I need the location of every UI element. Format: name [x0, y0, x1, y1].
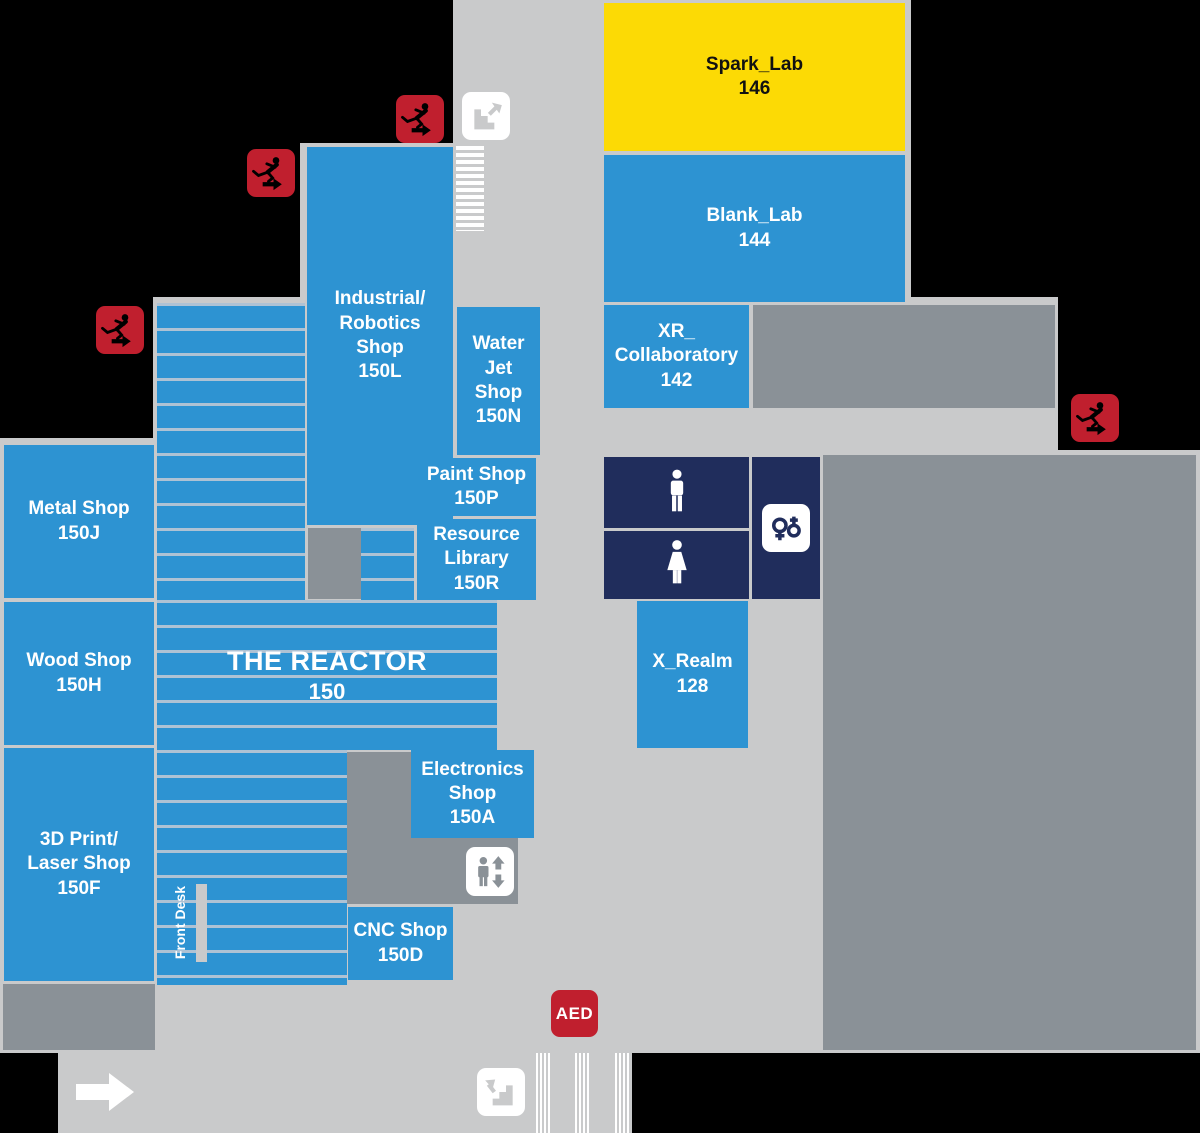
large-utility-block [823, 455, 1196, 1050]
room-reactor-area [157, 750, 347, 985]
utility-block [308, 528, 361, 599]
room-number: 150J [57, 522, 101, 544]
stairs-up-icon [477, 1068, 525, 1116]
room-name: X_Realm [652, 651, 733, 673]
room-name: 3D Print/ Laser Shop [27, 829, 131, 875]
mens-restroom [604, 457, 749, 528]
room-name: Industrial/ Robotics Shop [334, 288, 426, 358]
room-name: Paint Shop [426, 463, 527, 485]
room-name: Water Jet Shop [472, 333, 525, 403]
room-name: CNC Shop [353, 920, 448, 942]
aed-label: AED [555, 1003, 594, 1023]
room-number: 150H [56, 674, 102, 696]
room-number: 150L [358, 361, 402, 383]
emergency-exit-icon [96, 306, 144, 354]
room-number: 144 [738, 229, 771, 251]
room-spark-lab: Spark_Lab 146 [604, 3, 905, 151]
room-name: Wood Shop [26, 650, 132, 672]
all-gender-restroom [752, 457, 820, 599]
emergency-exit-icon [247, 149, 295, 197]
room-number: 150R [453, 572, 500, 594]
stair-treads [456, 146, 484, 231]
womens-restroom-icon [666, 540, 687, 584]
room-number: 150A [449, 807, 496, 829]
room-name: Spark_Lab [705, 53, 804, 75]
room-reactor: THE REACTOR 150 [157, 600, 497, 750]
room-number: 150N [475, 406, 522, 428]
utility-block [753, 305, 1055, 408]
entrance-arrow-icon [72, 1066, 140, 1118]
room-electronics-shop: Electronics Shop 150A [411, 750, 534, 838]
front-desk-label-wrap: Front Desk [160, 880, 200, 966]
door-marking [575, 1053, 589, 1133]
room-number: 150P [454, 488, 499, 509]
room-name: THE REACTOR [226, 645, 427, 676]
utility-block [3, 984, 155, 1050]
front-desk-counter [196, 884, 207, 962]
room-name: Resource Library [433, 524, 520, 570]
room-name: Blank_Lab [706, 205, 803, 227]
room-reactor-area [361, 528, 414, 600]
emergency-exit-icon [1071, 394, 1119, 442]
emergency-exit-icon [396, 95, 444, 143]
elevator-icon [466, 847, 514, 896]
mens-restroom-icon [670, 469, 683, 511]
room-paint-shop: Paint Shop 150P [417, 458, 536, 516]
room-number: 146 [738, 78, 771, 99]
room-name: XR_ Collaboratory [614, 321, 739, 367]
room-reactor-area [157, 303, 305, 600]
door-marking [615, 1053, 629, 1133]
front-desk-label: Front Desk [172, 886, 188, 960]
room-number: 128 [676, 675, 709, 697]
room-number: 142 [660, 369, 693, 391]
room-number: 150 [308, 679, 346, 705]
aed-badge: AED [551, 990, 598, 1037]
room-name: Metal Shop [28, 498, 130, 520]
room-name: Electronics Shop [421, 758, 524, 804]
door-marking [536, 1053, 550, 1133]
womens-restroom [604, 531, 749, 599]
room-number: 150D [377, 944, 424, 966]
room-water-jet-shop: Water Jet Shop 150N [457, 307, 540, 455]
stairs-up-icon [462, 92, 510, 140]
all-gender-restroom-icon [772, 516, 801, 541]
room-number: 150F [57, 877, 101, 899]
